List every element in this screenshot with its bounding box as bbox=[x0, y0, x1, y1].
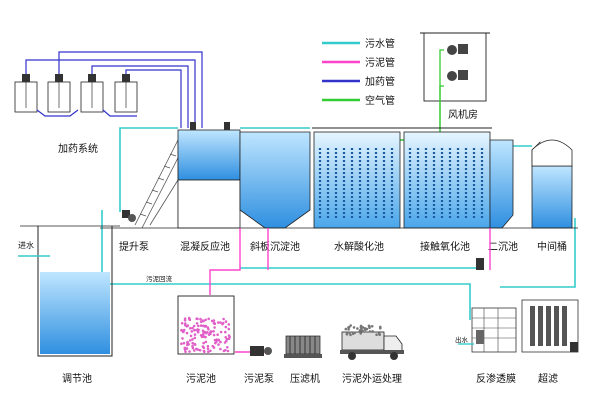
equalization-label: 调节池 bbox=[62, 372, 92, 385]
truck-icon: 污泥外运处理 bbox=[340, 324, 404, 385]
blower-room: 风机房 bbox=[420, 32, 490, 121]
contact-oxidation-label: 接触氧化池 bbox=[420, 240, 470, 253]
access-stair bbox=[134, 139, 183, 229]
legend-air-label: 空气管 bbox=[365, 94, 395, 107]
dosing-system-label: 加药系统 bbox=[58, 142, 98, 155]
ro-label: 反渗透膜 bbox=[476, 372, 516, 385]
equalization-tank: 进水 调节池 bbox=[18, 225, 120, 385]
hydrolysis-tank: 水解酸化池 bbox=[312, 127, 402, 253]
return-pump bbox=[476, 258, 484, 270]
secondary-settler-label: 二沉池 bbox=[488, 240, 518, 253]
dosing-pipes bbox=[25, 51, 203, 128]
secondary-settler: 二沉池 bbox=[488, 139, 518, 253]
sludge-pump: 污泥泵 bbox=[244, 346, 274, 385]
sludge-tank: 污泥池 bbox=[177, 295, 235, 385]
contact-oxidation-tank: 接触氧化池 bbox=[402, 127, 492, 253]
filter-press-label: 压滤机 bbox=[290, 372, 320, 385]
coag-tank-label: 混凝反应池 bbox=[180, 240, 230, 253]
outlet-label: 出水 bbox=[455, 335, 469, 344]
inlet-label: 进水 bbox=[18, 240, 34, 250]
incline-settler-label: 斜板沉淀池 bbox=[250, 240, 300, 253]
blower-icon bbox=[447, 44, 468, 81]
sludge-particles bbox=[180, 316, 231, 354]
sludge-pump-label: 污泥泵 bbox=[244, 372, 274, 385]
middle-tank-label: 中间桶 bbox=[537, 240, 567, 253]
middle-tank: 中间桶 bbox=[531, 139, 573, 253]
sludge-transport-label: 污泥外运处理 bbox=[342, 372, 402, 385]
hydrolysis-label: 水解酸化池 bbox=[334, 240, 384, 253]
lift-pump: 提升泵 bbox=[119, 210, 149, 253]
uf-label: 超滤 bbox=[538, 372, 558, 385]
filter-press: 压滤机 bbox=[284, 335, 322, 385]
incline-settler: 斜板沉淀池 bbox=[239, 131, 311, 253]
blower-room-label: 风机房 bbox=[448, 108, 478, 121]
lift-pump-label: 提升泵 bbox=[119, 241, 149, 253]
dosing-system: 加药系统 bbox=[14, 51, 203, 155]
coag-tank: 混凝反应池 bbox=[177, 122, 241, 253]
legend: 污水管 污泥管 加药管 空气管 bbox=[322, 37, 395, 107]
legend-sludge-label: 污泥管 bbox=[365, 56, 395, 69]
ro-unit: 出水 反渗透膜 bbox=[455, 307, 517, 385]
legend-dosing-label: 加药管 bbox=[365, 75, 395, 88]
uf-unit: 超滤 bbox=[521, 299, 579, 385]
legend-sewage-label: 污水管 bbox=[365, 37, 395, 50]
sludge-tank-label: 污泥池 bbox=[186, 372, 216, 385]
sludge-return-label: 污泥回流 bbox=[146, 274, 173, 283]
